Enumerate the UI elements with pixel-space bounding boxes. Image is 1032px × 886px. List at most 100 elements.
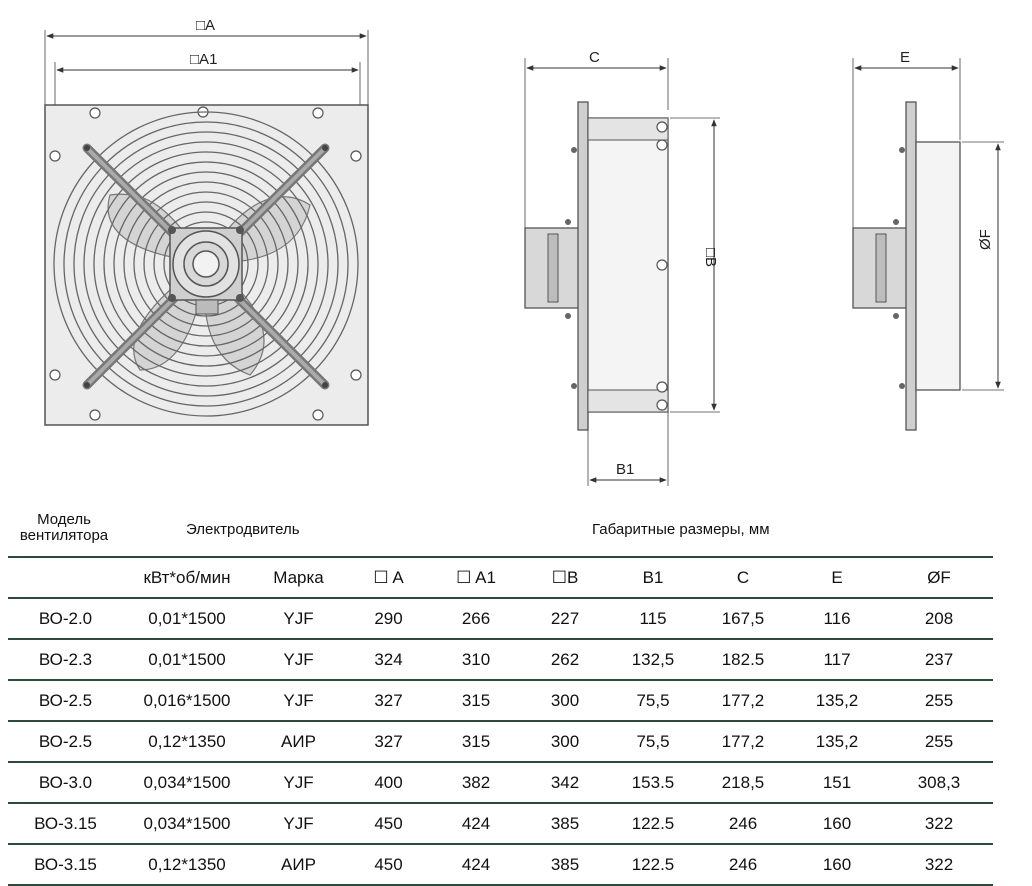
model-cell: ВО-2.5 — [38, 690, 93, 710]
table-cell: 255 — [924, 731, 954, 751]
table-cell: 237 — [924, 649, 954, 669]
table-cell: АИР — [281, 854, 316, 874]
column-header: кВт*об/мин — [143, 567, 231, 587]
guard-ring — [63, 121, 349, 407]
table-row: ВО-3.15 0,12*1350 АИР 450 424 385 122.5 246 160 3… — [8, 844, 993, 885]
table-cell: 322 — [924, 813, 954, 833]
table-cell: 246 — [728, 813, 758, 833]
table-cell: 182.5 — [721, 649, 765, 669]
table-cell: 385 — [550, 854, 580, 874]
table-cell: 246 — [728, 854, 758, 874]
table-cell: 160 — [822, 813, 852, 833]
dim-label-a1: □A1 — [190, 51, 217, 68]
table-cell: 424 — [461, 854, 491, 874]
table-cell: 327 — [374, 690, 403, 710]
table-cell: 75,5 — [636, 731, 670, 751]
table-cell: 218,5 — [721, 772, 765, 792]
table-cell: 122.5 — [631, 854, 675, 874]
table-cell: 450 — [374, 854, 403, 874]
table-row: ВО-2.5 0,12*1350 АИР 327 315 300 75,5 177,2 135,… — [8, 721, 993, 762]
table-cell: 132,5 — [631, 649, 675, 669]
table-cell: 266 — [461, 608, 491, 628]
table-cell: 122.5 — [631, 813, 675, 833]
table-cell: 424 — [461, 813, 491, 833]
table-cell: 400 — [374, 772, 403, 792]
model-header: Модель вентилятора — [19, 511, 109, 544]
table-cell: 300 — [550, 731, 580, 751]
model-cell: ВО-3.15 — [34, 813, 97, 833]
table-cell: 160 — [822, 854, 852, 874]
motor-header: Электродвитель — [186, 521, 300, 538]
table-cell: 322 — [924, 854, 954, 874]
table-cell: 117 — [823, 649, 851, 669]
table-cell: YJF — [283, 649, 314, 669]
front-view: □A □A1 — [44, 17, 369, 426]
guard-ring — [143, 201, 269, 327]
dim-label-a: □A — [196, 17, 215, 34]
guard-ring — [53, 111, 359, 417]
table-cell: 135,2 — [815, 690, 859, 710]
guard-ring — [73, 131, 339, 397]
dim-label-b1: B1 — [616, 461, 634, 478]
table-cell: 115 — [639, 608, 667, 628]
fan-technical-drawing: □A □A1 — [44, 17, 1004, 486]
column-header: E — [831, 567, 843, 587]
model-cell: ВО-3.15 — [34, 854, 97, 874]
table-cell: 151 — [822, 772, 852, 792]
guard-ring — [133, 191, 279, 337]
dim-label-e: E — [900, 49, 910, 66]
table-cell: 153.5 — [631, 772, 675, 792]
column-header: B1 — [642, 567, 664, 587]
column-header-row: кВт*об/мин Марка ☐ A ☐ A1 ☐B B1 C E ØF — [8, 557, 993, 598]
table-cell: 0,034*1500 — [143, 813, 231, 833]
dim-label-b: □B — [702, 248, 719, 267]
table-cell: 177,2 — [721, 731, 765, 751]
guard-ring — [123, 181, 289, 347]
model-cell: ВО-2.3 — [38, 649, 93, 669]
dim-label-c: C — [589, 49, 600, 66]
table-cell: 135,2 — [815, 731, 859, 751]
column-header: C — [736, 567, 750, 587]
table-cell: 315 — [461, 731, 491, 751]
table-cell: 255 — [924, 690, 954, 710]
fan-spec-table: кВт*об/мин Марка ☐ A ☐ A1 ☐B B1 C E ØF В… — [8, 556, 993, 886]
table-cell: 300 — [550, 690, 580, 710]
table-cell: 342 — [550, 772, 580, 792]
table-cell: 0,034*1500 — [143, 772, 231, 792]
table-cell: YJF — [283, 772, 314, 792]
dimensions-header: Габаритные размеры, мм — [592, 521, 770, 538]
model-cell: ВО-2.5 — [38, 731, 93, 751]
table-cell: 227 — [550, 608, 580, 628]
table-cell: 385 — [550, 813, 580, 833]
column-header: ☐ A — [373, 567, 404, 587]
table-cell: 0,01*1500 — [148, 608, 226, 628]
table-cell: 0,12*1350 — [148, 731, 226, 751]
table-cell: 324 — [374, 649, 403, 669]
dim-label-f: ØF — [977, 229, 994, 250]
guard-ring — [153, 211, 259, 317]
table-cell: 0,12*1350 — [148, 854, 226, 874]
table-cell: 315 — [461, 690, 491, 710]
table-cell: 308,3 — [917, 772, 961, 792]
guard-ring — [113, 171, 299, 357]
table-cell: 0,016*1500 — [143, 690, 231, 710]
guard-ring — [83, 141, 329, 387]
side-view-b: C □B B1 — [524, 49, 720, 486]
column-header: ØF — [927, 567, 951, 587]
table-cell: 327 — [374, 731, 403, 751]
table-cell: 177,2 — [721, 690, 765, 710]
table-cell: 167,5 — [721, 608, 765, 628]
table-cell: АИР — [281, 731, 316, 751]
guard-ring — [103, 161, 309, 367]
column-header: Марка — [273, 567, 324, 587]
column-header: ☐ A1 — [456, 567, 496, 587]
table-cell: 382 — [461, 772, 491, 792]
column-header: ☐B — [551, 567, 579, 587]
table-cell: 310 — [461, 649, 491, 669]
table-cell: 0,01*1500 — [148, 649, 226, 669]
